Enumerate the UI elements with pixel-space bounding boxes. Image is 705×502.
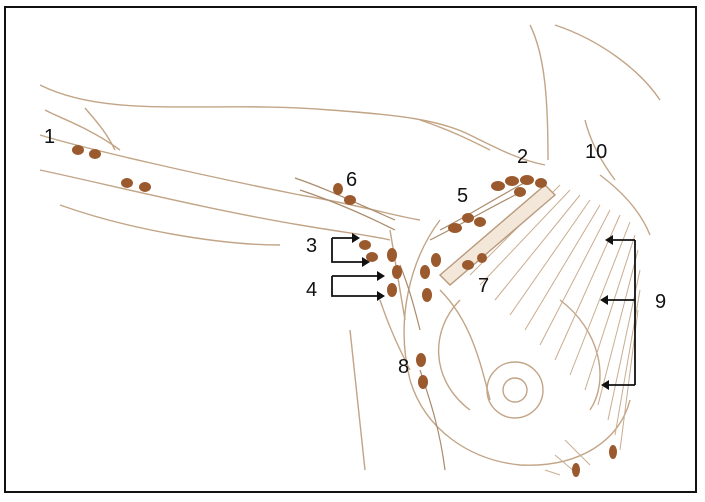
label-3: 3: [306, 236, 317, 256]
node-group-4: [420, 265, 430, 279]
node-group-5: [462, 213, 474, 223]
node-group-4: [387, 248, 397, 262]
label-4: 4: [306, 280, 317, 300]
label-5: 5: [457, 186, 468, 206]
node-group-6: [333, 183, 343, 195]
node-lower: [609, 445, 617, 459]
node-group-1: [139, 182, 151, 192]
node-group-7: [477, 253, 487, 263]
node-group-2: [514, 187, 526, 197]
label-6: 6: [346, 170, 357, 190]
node-group-8: [418, 375, 428, 389]
node-group-2: [491, 181, 505, 191]
node-group-3: [366, 252, 378, 262]
node-group-2: [505, 176, 519, 186]
lymph-vessels: [295, 178, 530, 470]
node-group-7: [462, 260, 474, 270]
node-group-4: [392, 265, 402, 279]
node-group-1: [72, 145, 84, 155]
label-7: 7: [478, 276, 489, 296]
body-outline: [40, 25, 660, 470]
label-2: 2: [517, 147, 528, 167]
label-8: 8: [398, 357, 409, 377]
node-group-5: [448, 223, 462, 233]
node-group-1: [121, 178, 133, 188]
node-group-2: [535, 178, 547, 188]
label-10: 10: [585, 142, 607, 162]
label-9: 9: [655, 292, 666, 312]
node-group-5: [474, 217, 486, 227]
node-group-4: [431, 253, 441, 267]
node-group-3: [359, 240, 371, 250]
node-group-4: [387, 283, 397, 297]
node-lower: [572, 463, 580, 477]
node-group-6: [344, 195, 356, 205]
node-group-4: [422, 288, 432, 302]
label-1: 1: [44, 127, 55, 147]
node-group-1: [89, 149, 101, 159]
node-group-8: [416, 353, 426, 367]
node-group-2: [520, 175, 534, 185]
